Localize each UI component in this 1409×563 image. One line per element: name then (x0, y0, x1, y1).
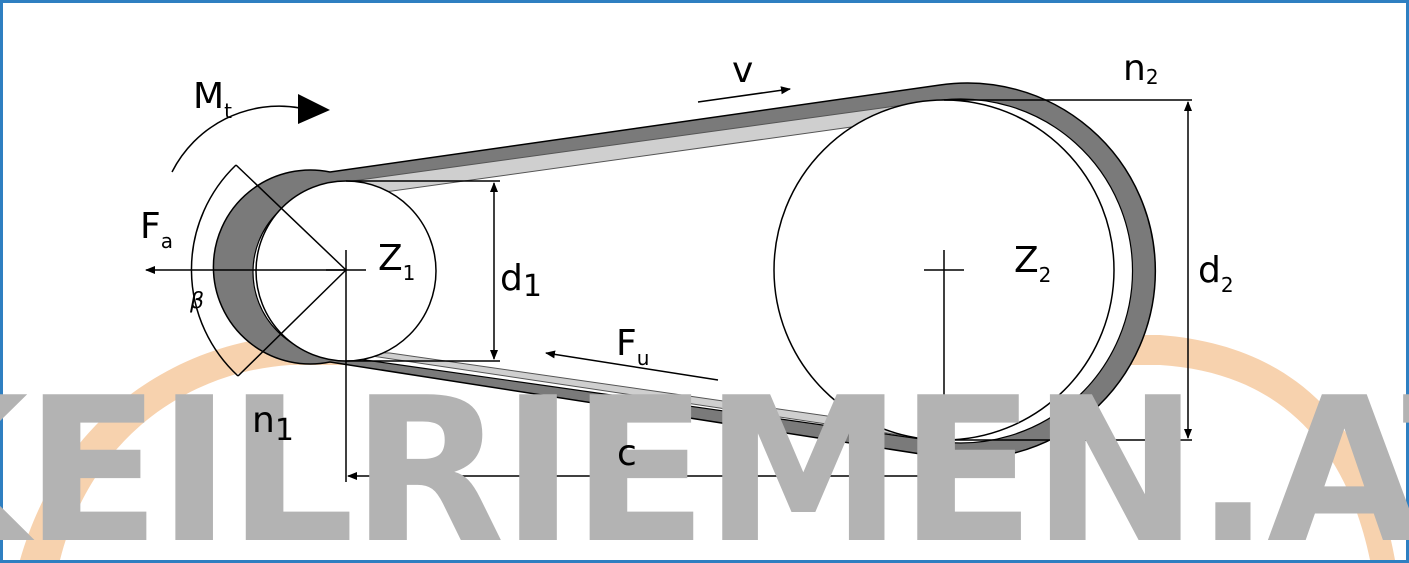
torque-label: Mt (193, 76, 232, 123)
circumferential-force-label: Fu (616, 323, 649, 370)
center-distance-label: c (617, 433, 637, 474)
diameter-2-label: d2 (1198, 250, 1234, 297)
wrap-angle-label: β (189, 289, 204, 314)
pulley-1-label: Z1 (378, 238, 415, 285)
watermark-text: KEILRIEMEN.AT (0, 355, 1409, 563)
wrap-angle-lines (190, 164, 347, 377)
belt-speed-arrow (697, 86, 791, 103)
circumferential-force-arrow (545, 350, 719, 381)
belt-speed-label: v (732, 50, 753, 91)
pulley-2-center-cross (924, 250, 964, 290)
d1-dimension (346, 180, 500, 362)
speed-1-label: n1 (252, 400, 294, 448)
d2-dimension (944, 99, 1192, 441)
center-distance-dimension (345, 290, 945, 482)
torque-arrow (171, 94, 330, 173)
axial-force-label: Fa (140, 206, 173, 253)
diameter-1-label: d1 (500, 258, 542, 304)
pulley-2-label: Z2 (1014, 240, 1051, 287)
speed-2-label: n2 (1123, 48, 1159, 89)
